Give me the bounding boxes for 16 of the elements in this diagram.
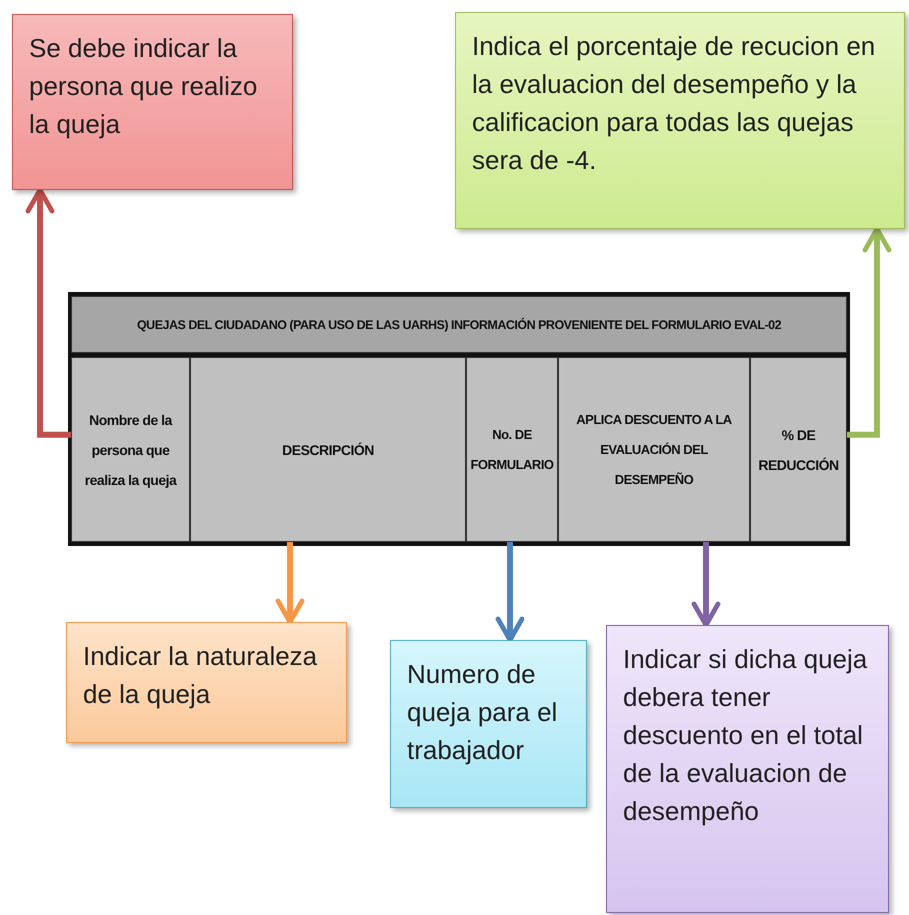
header-text: No. DE FORMULARIO [469,426,555,474]
callout-text: Indica el porcentaje de recucion en la evaluacion del desempeño y la calificacion para todas las quejas sera de -4. [472,31,876,175]
arrow [692,542,720,628]
callout-text: Numero de queja para el trabajador [407,659,558,765]
callout-text: Indicar si dicha queja debera tener descuento en el total de la evaluacion de desempeño [623,644,868,826]
arrow [496,542,524,642]
header-text: Nombre de la persona que realiza la queja [84,410,178,490]
header-text: APLICA DESCUENTO A LA EVALUACIÓN DEL DESEMPEÑO [575,410,733,488]
header-text: % DE REDUCCIÓN [757,426,840,474]
arrow [276,542,304,624]
callout-text: Indicar la naturaleza de la queja [83,641,318,709]
callout-text: Se debe indicar la persona que realizo la queja [29,33,258,139]
header-text: QUEJAS DEL CIUDADANO (PARA USO DE LAS UARHS) INFORMACIÓN PROVENIENTE DEL FORMULARIO EVAL-02 [136,316,782,334]
arrow [26,188,71,438]
arrow [847,226,892,438]
header-text: DESCRIPCIÓN [282,440,374,460]
